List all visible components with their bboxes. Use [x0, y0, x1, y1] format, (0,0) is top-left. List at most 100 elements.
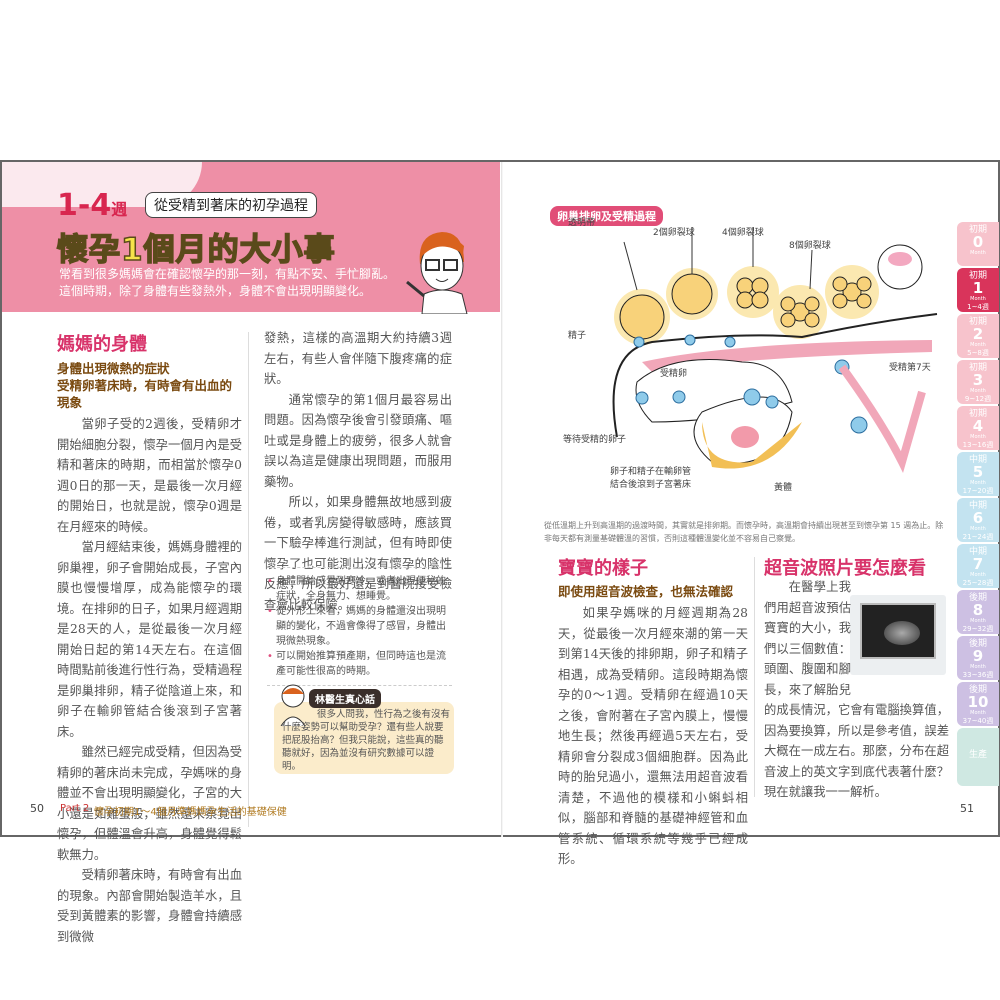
footer-part: Part 2 [60, 803, 90, 814]
tab-phase: 初期 [968, 409, 987, 419]
tab-weeks: 13~16週 [962, 441, 994, 449]
tab-phase: 後期 [968, 593, 987, 603]
section-title-mother: 媽媽的身體 [57, 334, 147, 355]
doctor-tip-tag: 林醫生真心話 [309, 689, 381, 708]
symptom-list: 身體開始感覺到寒冷，或者出現便秘的症狀，全身無力、想睡覺。從外形上來看，媽媽的身… [267, 567, 452, 686]
tab-month: Month [970, 342, 986, 348]
tab-phase: 後期 [968, 685, 987, 695]
label-corpus-luteum: 黃體 [774, 483, 793, 493]
label-day7: 受精第7天 [889, 363, 931, 373]
tab-weeks: 1~4週 [967, 303, 989, 311]
doctor-tip-text: 很多人問我，性行為之後有沒有什麼姿勢可以幫助受孕？還有些人說要把屁股抬高？但我只… [282, 709, 451, 772]
column-divider [248, 332, 249, 827]
tab-num: 9 [972, 647, 984, 665]
tab-num: 7 [972, 555, 984, 573]
tab-num: 3 [972, 371, 984, 389]
ultrasound-photo [850, 595, 946, 675]
tab-num: 10 [967, 693, 989, 711]
tab-phase: 中期 [968, 547, 987, 557]
tab-weeks: 21~24週 [962, 533, 994, 541]
tab-phase: 初期 [968, 363, 987, 373]
tab-num: 4 [972, 417, 984, 435]
footer-chapter: 懷孕初期1～4個月準媽媽孕生活的基礎保健 [94, 807, 287, 818]
label-zona: 透明帶 [568, 218, 596, 228]
label-fertilized: 受精卵 [660, 369, 688, 379]
tab-month: Month [970, 434, 986, 440]
tab-weeks: 33~36週 [962, 671, 994, 679]
week-range: 1-4週 [57, 188, 128, 223]
tab-weeks: 37~40週 [962, 717, 994, 725]
diagram-title: 卵巢排卵及受精過程 [550, 206, 663, 226]
tab-month: Month [970, 572, 986, 578]
tab-num: 2 [972, 325, 984, 343]
tab-month: Month [970, 664, 986, 670]
tab-phase: 中期 [968, 455, 987, 465]
ovulation-diagram [612, 227, 938, 473]
tab-num: 6 [972, 509, 984, 527]
tab-month: Month [970, 250, 986, 256]
tab-phase: 初期 [968, 317, 987, 327]
tab-month: Month [970, 710, 986, 716]
doctor-illustration [406, 232, 468, 314]
tab-month: Month [970, 296, 986, 302]
page-number-left: 50 [30, 802, 44, 815]
label-eight-cell: 8個卵裂球 [789, 241, 831, 251]
label-sperm: 精子 [568, 331, 587, 341]
tab-weeks: 5~8週 [967, 349, 989, 357]
tab-num: 1 [972, 279, 984, 297]
tab-num: 8 [972, 601, 984, 619]
subheading-1: 身體出現微熱的症狀 [57, 361, 170, 376]
body-column-2: 發熱，這樣的高溫期大約持續3週左右，有些人會伴隨下腹疼痛的症狀。通常懷孕的第1個… [264, 331, 452, 612]
label-two-cell: 2個卵裂球 [653, 228, 695, 238]
baby-subheading: 即使用超音波檢查，也無法確認 [558, 584, 734, 599]
tab-num: 5 [972, 463, 984, 481]
label-waiting-egg: 等待受精的卵子 [563, 435, 627, 445]
doctor-tip-box [274, 702, 454, 774]
tab-weeks: 9~12週 [964, 395, 992, 403]
month-tab-11[interactable]: 生產 [957, 728, 999, 786]
section-title-baby: 寶寶的樣子 [558, 558, 648, 579]
tab-month: Month [970, 388, 986, 394]
tab-month: Month [970, 480, 986, 486]
tab-weeks: 25~28週 [962, 579, 994, 587]
tab-weeks: 17~20週 [962, 487, 994, 495]
page-title: 懷孕1個月的大小事 [56, 231, 336, 269]
chapter-subtitle: 從受精到著床的初孕過程 [145, 192, 317, 218]
column-divider-right [754, 557, 755, 797]
tab-weeks: 29~32週 [962, 625, 994, 633]
ultrasound-body: 在醫學上我們用超音波預估寶寶的大小，我們以三個數值：頭圍、腹圍和腳長，來了解胎兒… [764, 580, 949, 799]
book-spread: 1-4週 從受精到著床的初孕過程 懷孕1個月的大小事 常看到很多媽媽會在確認懷孕… [0, 160, 1000, 944]
tab-phase: 中期 [968, 501, 987, 511]
gutter [501, 162, 503, 837]
tab-phase: 初期 [968, 271, 987, 281]
label-four-cell: 4個卵裂球 [722, 228, 764, 238]
page-number-right: 51 [960, 802, 974, 815]
tab-phase: 後期 [968, 639, 987, 649]
tab-month: Month [970, 618, 986, 624]
tab-month: Month [970, 526, 986, 532]
intro-text: 常看到很多媽媽會在確認懷孕的那一刻，有點不安、手忙腳亂。這個時期，除了身體有些發… [59, 267, 396, 298]
baby-body: 如果孕媽咪的月經週期為28天，從最後一次月經來潮的第一天到第14天後的排卵期，卵… [558, 606, 748, 866]
doctor-avatar-icon [280, 684, 306, 726]
header-band [2, 162, 500, 312]
tab-phase: 生產 [968, 750, 987, 760]
label-travel-2: 結合後滾到子宮著床 [610, 480, 692, 490]
subheading-2: 受精卵著床時，有時會有出血的現象 [57, 378, 233, 410]
body-column-1: 當卵子受的2週後，受精卵才開始細胞分裂，懷孕一個月內是受精和著床的時期，而相當於… [57, 417, 242, 944]
tab-phase: 初期 [968, 225, 987, 235]
section-title-ultrasound: 超音波照片要怎麼看 [764, 558, 926, 579]
diagram-caption: 從低溫期上升到高溫期的過渡時間，其實就是排卵期。而懷孕時，高溫期會持續出現甚至到… [544, 521, 944, 543]
tab-num: 0 [972, 233, 984, 251]
